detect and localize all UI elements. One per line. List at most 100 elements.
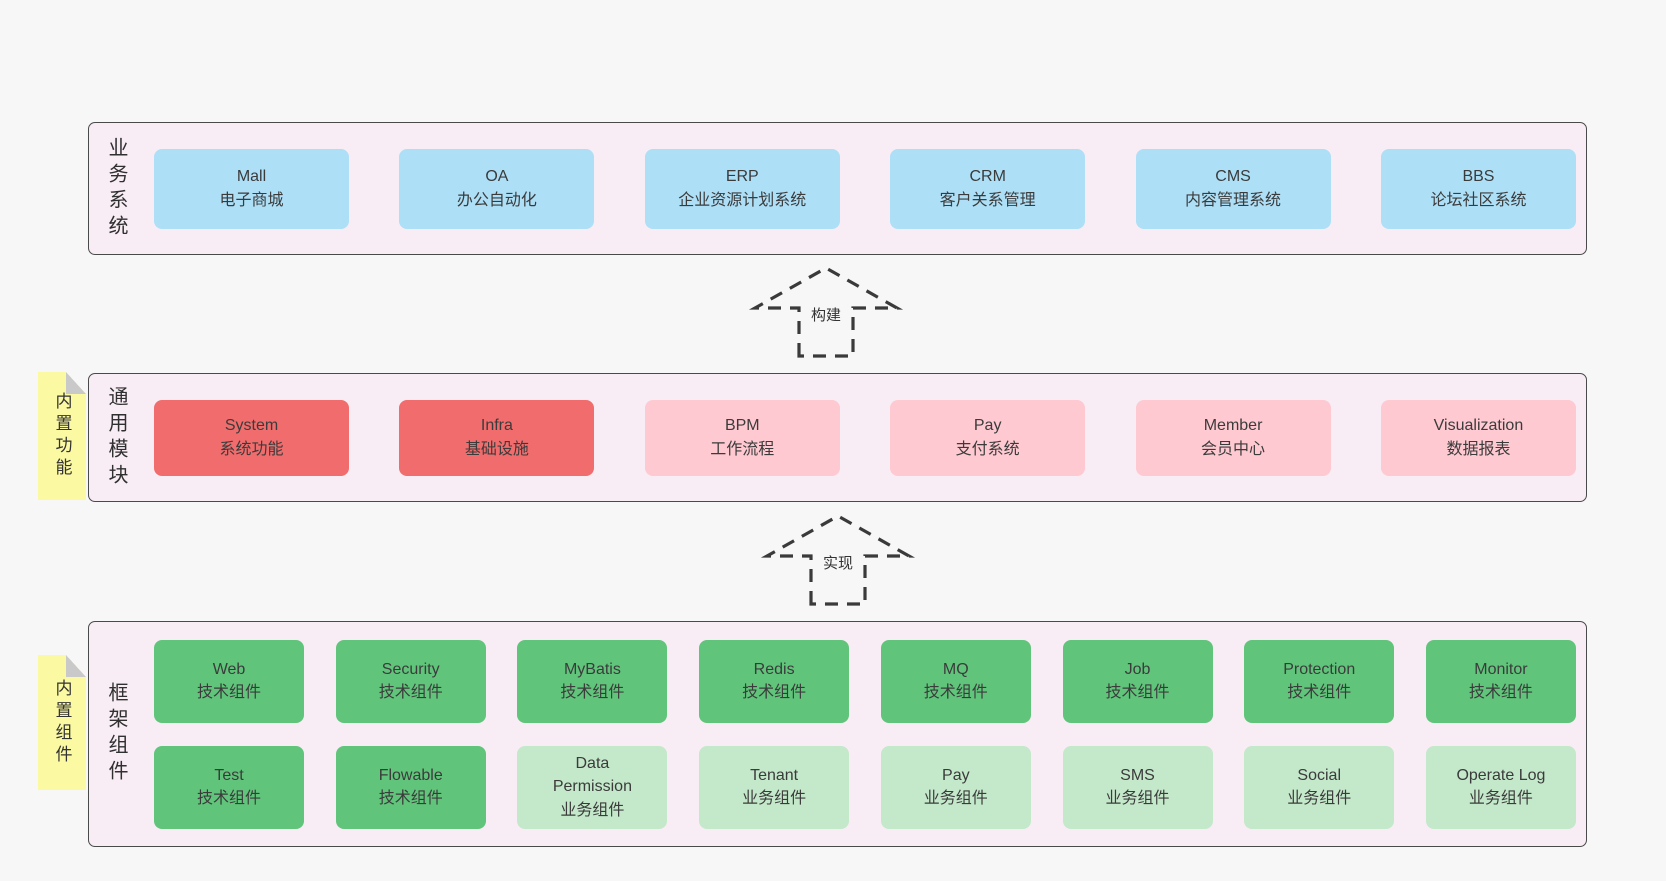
folded-corner-icon <box>66 372 86 394</box>
box-subtitle: 技术组件 <box>742 684 807 701</box>
common-modules-row: System 系统功能 Infra 基础设施 BPM 工作流程 Pay 支付系统… <box>154 374 1576 501</box>
box-title: CRM <box>969 168 1006 186</box>
box-subtitle: 数据报表 <box>1446 440 1511 458</box>
box-subtitle: 业务组件 <box>1287 790 1352 807</box>
framework-row-1: Web 技术组件 Security 技术组件 MyBatis 技术组件 Redi… <box>154 639 1576 723</box>
module-box-operate-log: Operate Log 业务组件 <box>1425 745 1576 829</box>
band-common-modules: 通用模块 System 系统功能 Infra 基础设施 BPM 工作流程 Pay… <box>88 373 1587 502</box>
business-systems-row: Mall 电子商城 OA 办公自动化 ERP 企业资源计划系统 CRM 客户关系… <box>154 123 1576 254</box>
module-box-crm: CRM 客户关系管理 <box>890 148 1086 229</box>
module-box-oa: OA 办公自动化 <box>399 148 595 229</box>
module-box-infra: Infra 基础设施 <box>399 399 595 476</box>
box-title: SMS <box>1120 766 1155 784</box>
module-box-erp: ERP 企业资源计划系统 <box>644 148 840 229</box>
module-box-bpm: BPM 工作流程 <box>644 399 840 476</box>
box-subtitle: 业务组件 <box>1105 790 1170 807</box>
box-title: System <box>224 417 279 435</box>
sticky-label: 内置功能 <box>52 392 72 480</box>
box-title: Web <box>212 660 246 678</box>
box-subtitle: 系统功能 <box>219 440 284 458</box>
box-title: ERP <box>725 168 759 186</box>
box-title: Tenant <box>750 766 799 784</box>
module-box-redis: Redis 技术组件 <box>699 639 850 723</box>
box-subtitle: 技术组件 <box>560 684 625 701</box>
band-common-modules-label: 通用模块 <box>105 385 127 490</box>
box-title: OA <box>485 168 509 186</box>
box-title: Redis <box>753 660 795 678</box>
band-framework-components: 框架组件 Web 技术组件 Security 技术组件 MyBatis 技术组件… <box>88 621 1587 847</box>
band-business-systems-label: 业务系统 <box>105 136 127 241</box>
box-subtitle: 论坛社区系统 <box>1430 191 1527 209</box>
box-title: Protection <box>1283 660 1356 678</box>
arrow-implement-label: 实现 <box>819 552 857 573</box>
box-title: Mall <box>236 168 267 186</box>
box-subtitle: 基础设施 <box>464 440 529 458</box>
sticky-label: 内置组件 <box>52 678 72 767</box>
band-business-systems: 业务系统 Mall 电子商城 OA 办公自动化 ERP 企业资源计划系统 CRM… <box>88 122 1587 255</box>
box-subtitle: 技术组件 <box>378 684 443 701</box>
box-title: Job <box>1124 660 1151 678</box>
box-subtitle: 技术组件 <box>378 790 443 807</box>
box-subtitle: 业务组件 <box>923 790 988 807</box>
framework-row-2: Test 技术组件 Flowable 技术组件 Data Permission … <box>154 745 1576 829</box>
module-box-pay: Pay 支付系统 <box>890 399 1086 476</box>
box-title: Member <box>1203 417 1263 435</box>
module-box-mall: Mall 电子商城 <box>154 148 349 229</box>
module-box-sms: SMS 业务组件 <box>1062 745 1213 829</box>
box-title: Monitor <box>1474 660 1528 678</box>
box-title: Test <box>214 766 244 784</box>
module-box-member: Member 会员中心 <box>1135 399 1331 476</box>
box-title: Pay <box>942 766 970 784</box>
box-subtitle: 会员中心 <box>1201 440 1266 458</box>
box-subtitle: 技术组件 <box>923 684 988 701</box>
box-subtitle: 技术组件 <box>1105 684 1170 701</box>
arrow-build-label: 构建 <box>807 304 845 325</box>
module-box-tenant: Tenant 业务组件 <box>699 745 850 829</box>
module-box-social: Social 业务组件 <box>1244 745 1395 829</box>
band-framework-components-label: 框架组件 <box>105 682 127 786</box>
box-subtitle: 客户关系管理 <box>939 191 1036 209</box>
box-title: Pay <box>973 417 1002 435</box>
box-title: Visualization <box>1433 417 1524 435</box>
box-title: CMS <box>1215 168 1251 186</box>
module-box-cms: CMS 内容管理系统 <box>1135 148 1331 229</box>
module-box-bbs: BBS 论坛社区系统 <box>1380 148 1576 229</box>
box-subtitle: 内容管理系统 <box>1185 191 1282 209</box>
box-title: Infra <box>480 417 513 435</box>
box-title: Operate Log <box>1456 766 1546 784</box>
box-title: MyBatis <box>563 660 621 678</box>
module-box-visualization: Visualization 数据报表 <box>1380 399 1576 476</box>
module-box-mybatis: MyBatis 技术组件 <box>517 639 668 723</box>
up-arrow-icon <box>748 266 904 358</box>
box-title: Security <box>381 660 440 678</box>
module-box-monitor: Monitor 技术组件 <box>1425 639 1576 723</box>
folded-corner-icon <box>66 655 86 677</box>
up-arrow-icon <box>760 514 916 606</box>
module-box-job: Job 技术组件 <box>1062 639 1213 723</box>
box-subtitle: 支付系统 <box>955 440 1020 458</box>
sticky-builtin-components: 内置组件 <box>38 655 86 790</box>
box-subtitle: 业务组件 <box>560 801 625 819</box>
box-subtitle: 技术组件 <box>1468 684 1533 701</box>
module-box-mq: MQ 技术组件 <box>880 639 1031 723</box>
module-box-flowable: Flowable 技术组件 <box>335 745 486 829</box>
box-subtitle: 技术组件 <box>196 684 261 701</box>
box-subtitle: 技术组件 <box>196 790 261 807</box>
arrow-build: 构建 <box>741 260 911 360</box>
box-title: BPM <box>724 417 760 435</box>
box-title: BBS <box>1462 168 1495 186</box>
module-box-protection: Protection 技术组件 <box>1244 639 1395 723</box>
box-subtitle: 工作流程 <box>710 440 775 458</box>
sticky-builtin-features: 内置功能 <box>38 372 86 500</box>
module-box-data-permission: Data Permission 业务组件 <box>517 745 668 829</box>
box-subtitle: 电子商城 <box>219 191 284 209</box>
module-box-system: System 系统功能 <box>154 399 349 476</box>
framework-components-rows: Web 技术组件 Security 技术组件 MyBatis 技术组件 Redi… <box>89 622 1586 846</box>
box-subtitle: 办公自动化 <box>456 191 537 209</box>
box-subtitle: 业务组件 <box>742 790 807 807</box>
box-subtitle: 技术组件 <box>1287 684 1352 701</box>
module-box-test: Test 技术组件 <box>154 745 304 829</box>
box-subtitle: 企业资源计划系统 <box>678 191 807 209</box>
box-subtitle: 业务组件 <box>1468 790 1533 807</box>
